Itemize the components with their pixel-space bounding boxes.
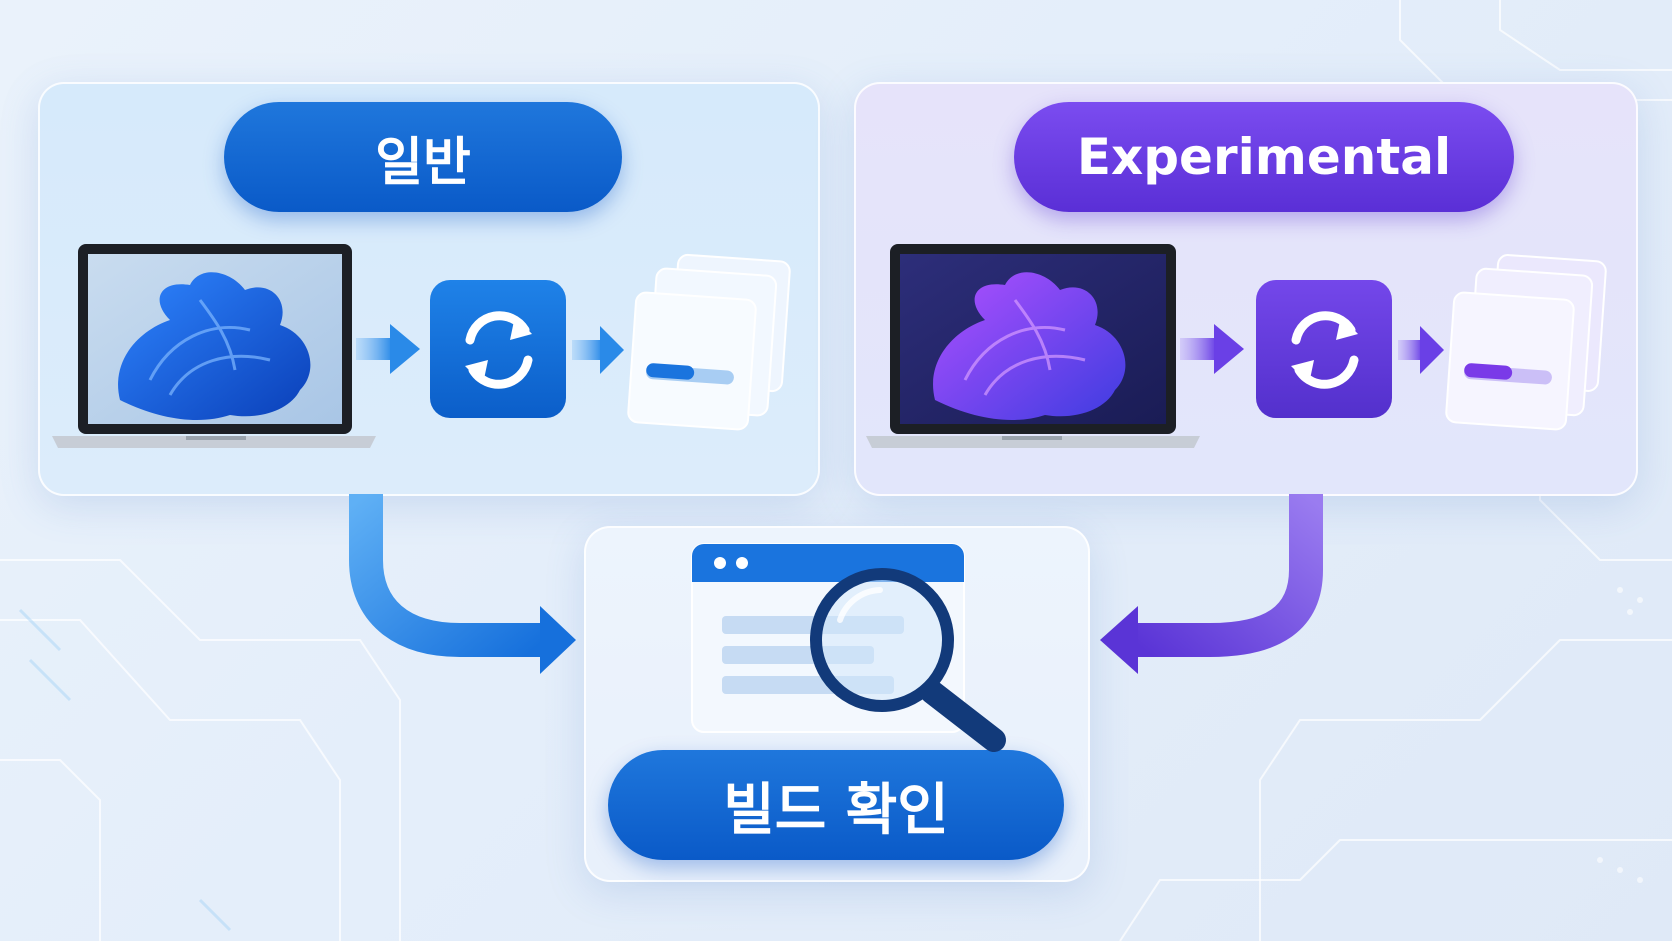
sync-icon bbox=[1256, 280, 1392, 418]
build-check-label: 빌드 확인 bbox=[608, 750, 1064, 860]
arrow-right-icon bbox=[1180, 324, 1244, 374]
sync-icon bbox=[430, 280, 566, 418]
arrow-right-icon bbox=[572, 326, 624, 374]
arrow-right-icon bbox=[1398, 326, 1444, 374]
experimental-channel-label: Experimental bbox=[1014, 102, 1514, 212]
stacked-windows-icon bbox=[1445, 254, 1607, 431]
flow-arrow-experimental bbox=[1100, 494, 1323, 674]
arrow-right-icon bbox=[356, 324, 420, 374]
magnifier-icon bbox=[810, 568, 1006, 752]
stacked-windows-icon bbox=[627, 253, 791, 431]
flow-arrow-standard bbox=[349, 494, 576, 674]
laptop-icon bbox=[866, 244, 1200, 448]
standard-channel-label: 일반 bbox=[224, 102, 622, 212]
laptop-icon bbox=[52, 244, 376, 448]
